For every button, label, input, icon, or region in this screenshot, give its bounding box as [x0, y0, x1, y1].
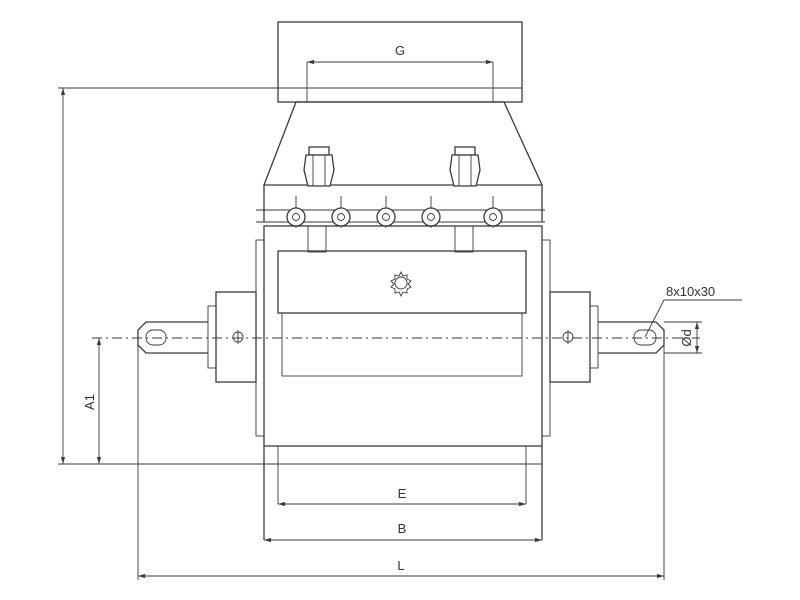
left-bearing	[207, 291, 257, 383]
right-bearing	[549, 291, 599, 383]
dimension-a1-label: A1	[82, 394, 97, 410]
bolt-right	[449, 146, 481, 187]
dimension-b-label: B	[398, 521, 407, 536]
pivot-row	[286, 196, 503, 228]
dimension-height	[58, 87, 542, 465]
gear-icon	[390, 270, 412, 298]
bolt-left	[303, 146, 335, 187]
dimension-d-label: Ød	[679, 329, 694, 346]
key-callout-label: 8x10x30	[666, 284, 715, 299]
dimension-l: L	[137, 345, 665, 580]
dimension-a1: A1	[82, 338, 102, 464]
main-body	[255, 225, 551, 540]
dimension-g-label: G	[395, 43, 405, 58]
dimension-e: E	[278, 486, 526, 507]
right-shaft	[598, 321, 665, 354]
dimension-d: Ød	[664, 321, 702, 354]
dimension-e-label: E	[398, 486, 407, 501]
key-callout: 8x10x30	[644, 284, 742, 338]
dimension-g: G	[307, 43, 493, 65]
dimension-b: B	[264, 521, 542, 543]
hopper-section	[256, 101, 545, 223]
dimension-l-label: L	[397, 558, 404, 573]
left-shaft	[137, 321, 208, 354]
